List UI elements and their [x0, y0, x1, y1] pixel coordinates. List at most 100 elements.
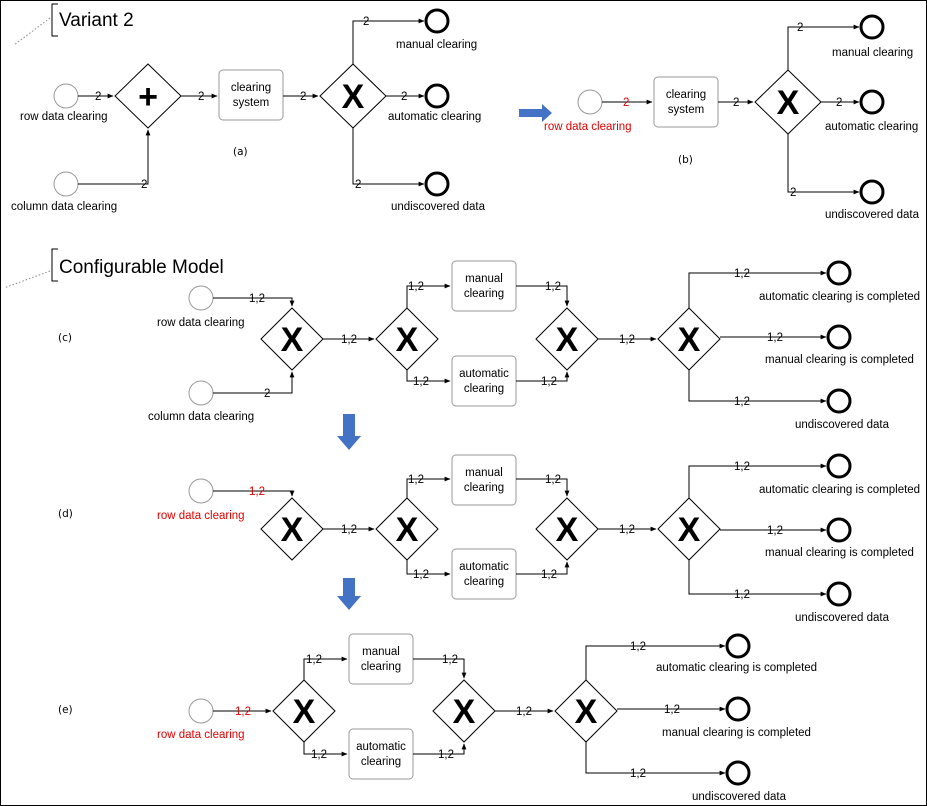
task-box — [451, 454, 517, 506]
parallel-gateway — [114, 63, 182, 129]
task-label: clearing — [464, 383, 504, 395]
edge-label: 2 — [300, 91, 306, 103]
edge-label: 1,2 — [734, 396, 750, 408]
exclusive-gateway — [260, 307, 324, 371]
edge-label: 1,2 — [516, 706, 532, 718]
edge-label: 1,2 — [311, 749, 327, 761]
task-label: clearing — [361, 661, 401, 673]
x-icon: X — [678, 511, 701, 549]
diagram-b: row data clearing clearing system X manu… — [544, 14, 920, 221]
x-icon: X — [453, 693, 476, 731]
edge-label: 1,2 — [630, 641, 646, 653]
diagram-c: row data clearing column data clearing X… — [58, 260, 920, 431]
exclusive-gateway — [535, 307, 599, 371]
end-event — [424, 8, 450, 34]
x-icon: X — [678, 321, 701, 359]
transition-arrow — [337, 578, 361, 610]
task-label: clearing — [464, 482, 504, 494]
end-event — [826, 324, 852, 350]
edge-label: 1,2 — [249, 486, 265, 498]
end-event — [826, 453, 852, 479]
edge-label: 1,2 — [413, 569, 429, 581]
end-label: automatic clearing is completed — [759, 484, 920, 496]
task-box — [451, 548, 517, 600]
end-label: manual clearing is completed — [765, 547, 914, 559]
x-icon: X — [556, 321, 579, 359]
section-title: Configurable Model — [59, 257, 224, 278]
end-event — [826, 388, 852, 414]
edge-label: 2 — [95, 91, 101, 103]
edge-label: 1,2 — [408, 281, 424, 293]
edge-label: 1,2 — [630, 768, 646, 780]
caption: (b) — [678, 154, 693, 166]
end-label: undiscovered data — [391, 201, 486, 213]
end-event — [859, 14, 885, 40]
diagram-e: row data clearing X manual clearing auto… — [58, 633, 817, 803]
caption: (c) — [58, 332, 72, 344]
task-label: clearing — [666, 89, 706, 101]
edge-label: 2 — [355, 179, 361, 191]
edge-label: 1,2 — [249, 293, 265, 305]
end-label: undiscovered data — [825, 209, 920, 221]
edge-label: 1,2 — [413, 376, 429, 388]
end-event — [859, 179, 885, 205]
edge-label: 1,2 — [619, 334, 635, 346]
end-label: automatic clearing — [388, 111, 481, 123]
x-icon: X — [777, 84, 800, 122]
task-box — [653, 76, 719, 128]
task-label: clearing — [361, 756, 401, 768]
edge-label: 2 — [363, 16, 369, 28]
task-box — [348, 633, 414, 685]
edge-label: 1,2 — [734, 461, 750, 473]
edge-label: 1,2 — [545, 474, 561, 486]
start-label: row data clearing — [20, 111, 108, 123]
section-title: Variant 2 — [59, 10, 134, 31]
task-label: automatic — [459, 368, 509, 380]
edge-label: 1,2 — [767, 332, 783, 344]
start-label: column data clearing — [148, 411, 254, 423]
transition-arrow — [519, 104, 552, 122]
start-label: column data clearing — [11, 201, 117, 213]
transition-arrow — [337, 414, 361, 450]
end-event — [826, 517, 852, 543]
task-box — [451, 355, 517, 407]
x-icon: X — [342, 78, 365, 116]
exclusive-gateway — [535, 497, 599, 561]
end-label: undiscovered data — [692, 791, 787, 803]
section-configurable: Configurable Model — [3, 248, 224, 289]
end-label: automatic clearing is completed — [656, 662, 817, 674]
task-label: manual — [465, 467, 503, 479]
diagram-a: row data clearing column data clearing +… — [11, 8, 486, 213]
edge-label: 1,2 — [664, 704, 680, 716]
edge-label: 2 — [790, 187, 796, 199]
start-event — [577, 89, 603, 115]
task-label: manual — [465, 273, 503, 285]
x-icon: X — [293, 693, 316, 731]
end-label: manual clearing — [832, 47, 913, 59]
task-label: clearing — [464, 288, 504, 300]
section-variant2: Variant 2 — [13, 3, 134, 46]
end-label: automatic clearing — [825, 121, 918, 133]
x-icon: X — [281, 511, 304, 549]
edge-label: 2 — [797, 22, 803, 34]
task-box — [348, 728, 414, 780]
edge-label: 1,2 — [619, 524, 635, 536]
exclusive-gateway — [260, 497, 324, 561]
end-label: automatic clearing is completed — [759, 291, 920, 303]
end-event — [725, 696, 751, 722]
task-label: system — [233, 97, 269, 109]
task-label: clearing — [464, 576, 504, 588]
start-label: row data clearing — [544, 121, 632, 133]
start-event — [188, 698, 214, 724]
task-label: automatic — [356, 741, 406, 753]
start-event — [188, 478, 214, 504]
task-label: automatic — [459, 561, 509, 573]
end-label: undiscovered data — [795, 419, 890, 431]
edge-label: 1,2 — [734, 589, 750, 601]
end-event — [826, 260, 852, 286]
end-event — [725, 760, 751, 786]
start-label: row data clearing — [157, 317, 245, 329]
end-label: manual clearing is completed — [765, 354, 914, 366]
edge-label: 1,2 — [767, 525, 783, 537]
task-box — [218, 69, 284, 121]
